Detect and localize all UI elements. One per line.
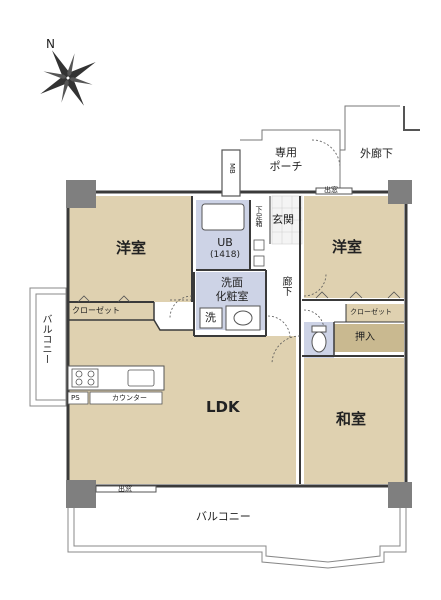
washroom-label: 洗面 化粧室 <box>206 276 258 304</box>
window-bottom-label: 出窓 <box>118 485 132 493</box>
window-top-label: 出窓 <box>324 186 338 194</box>
kitchen-sink <box>127 369 155 387</box>
japanese-room-label: 和室 <box>336 410 367 428</box>
entrance-label: 玄関 <box>272 213 294 226</box>
hallway-label: 廊下 <box>280 276 291 296</box>
closet-markers <box>77 291 401 303</box>
washroom-line1: 洗面 <box>221 276 243 289</box>
bathtub <box>201 203 245 231</box>
private-porch-line1: 専用 <box>275 146 297 159</box>
closet-right-floor <box>346 304 404 322</box>
ldk-floor <box>68 320 296 484</box>
western-room-left-label: 洋室 <box>116 239 147 257</box>
outer-corridor-label: 外廊下 <box>360 147 393 160</box>
counter-box <box>89 391 163 405</box>
walls <box>66 190 408 488</box>
compass-north-label: N <box>46 37 55 51</box>
washroom-line2: 化粧室 <box>215 289 249 303</box>
toilet-bowl <box>311 331 327 353</box>
closet-right-label: クローゼット <box>350 308 392 316</box>
toilet-tank <box>311 325 327 333</box>
closet-left-label: クローゼット <box>72 306 120 315</box>
oshiire-label: 押入 <box>355 332 375 343</box>
entrance-tiles <box>271 195 303 245</box>
private-porch-line2: ポーチ <box>269 159 303 173</box>
meter-box-label: MB <box>228 163 236 174</box>
japanese-room-floor <box>304 358 404 484</box>
unit-bath-line1: UB <box>217 236 233 249</box>
pipe-space-label: PS <box>71 394 80 402</box>
ldk-label: LDK <box>206 398 240 416</box>
western-room-left-floor <box>68 196 192 302</box>
shoe-closet-label: 下足箱 <box>255 206 263 227</box>
cooktop <box>71 368 99 388</box>
washer-label: 洗 <box>205 311 216 324</box>
sink <box>233 310 253 326</box>
counter-label: カウンター <box>112 394 147 402</box>
hall-box-2 <box>253 255 265 267</box>
private-porch-label: 専用 ポーチ <box>262 146 310 174</box>
western-room-right-floor <box>304 196 404 298</box>
hall-box-1 <box>253 239 265 251</box>
compass-rose <box>40 50 96 106</box>
columns <box>66 149 412 508</box>
balcony-bottom-label: バルコニー <box>196 510 251 523</box>
western-room-right-label: 洋室 <box>332 238 363 256</box>
oshiire-floor <box>334 324 404 352</box>
ps-box <box>67 391 89 405</box>
closet-left-floor <box>68 302 154 320</box>
balcony-bottom-area <box>67 498 407 569</box>
unit-bath-line2: (1418) <box>210 249 240 260</box>
washer-box <box>199 307 223 329</box>
unit-bath-label: UB (1418) <box>204 236 246 261</box>
balcony-side-label: バルコニー <box>40 314 51 364</box>
balcony-side-area <box>29 287 67 407</box>
windows <box>95 187 353 493</box>
